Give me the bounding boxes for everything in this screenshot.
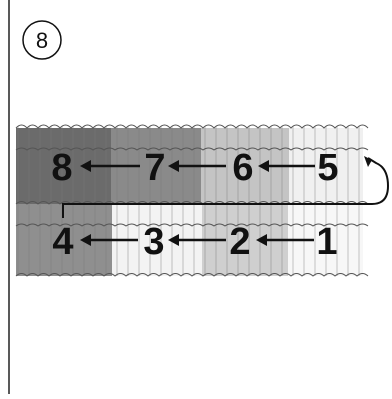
- step-badge-number: 8: [36, 28, 48, 53]
- sheet-number-6: 6: [232, 147, 253, 189]
- step-badge: 8: [23, 21, 61, 59]
- sheet-number-4: 4: [52, 221, 73, 263]
- sheet-number-5: 5: [317, 147, 338, 189]
- sheet-number-1: 1: [316, 221, 337, 263]
- sheet-number-2: 2: [229, 221, 250, 263]
- sheet-number-3: 3: [143, 221, 164, 263]
- sheet-number-8: 8: [51, 147, 72, 189]
- row-connector-arrowhead: [364, 156, 372, 167]
- sheet-number-7: 7: [144, 147, 165, 189]
